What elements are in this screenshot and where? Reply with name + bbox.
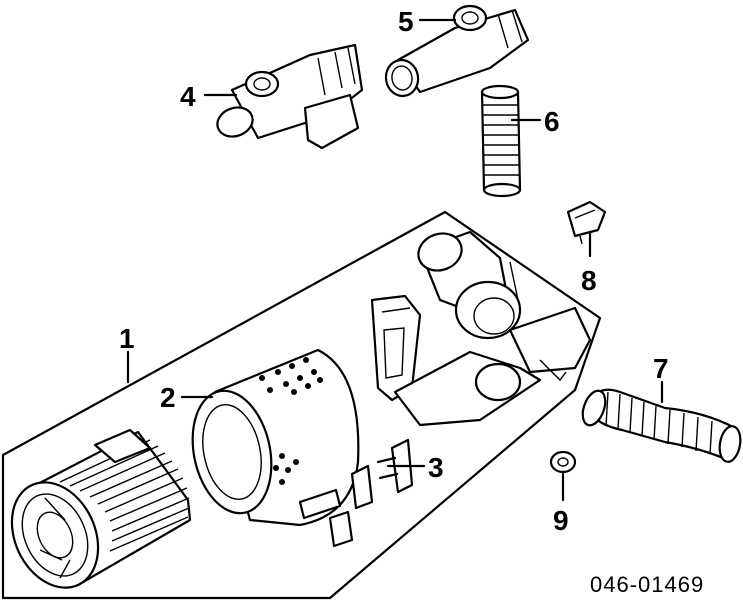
bellows-hose: [480, 84, 522, 198]
leader-lines: [126, 18, 664, 502]
callout-2: 2: [160, 382, 176, 413]
intake-connector: [384, 4, 530, 98]
callout-9: 9: [553, 505, 569, 536]
callout-8: 8: [581, 265, 597, 296]
callout-1: 1: [119, 323, 135, 354]
air-cleaner-housing: [370, 230, 592, 427]
air-flow-meter: [216, 43, 364, 150]
air-filter-element: [10, 428, 192, 589]
callout-6: 6: [544, 106, 560, 137]
sensor: [566, 200, 607, 245]
callout-7: 7: [653, 353, 669, 384]
intake-duct: [581, 388, 742, 463]
diagram-code: 046-01469: [590, 572, 704, 597]
clip-hardware: [298, 438, 414, 548]
callout-3: 3: [428, 452, 444, 483]
callout-4: 4: [180, 81, 196, 112]
callout-5: 5: [398, 6, 414, 37]
assembly-outline: [1, 210, 602, 600]
grommet: [549, 450, 577, 474]
air-cleaner-case: [191, 348, 360, 527]
